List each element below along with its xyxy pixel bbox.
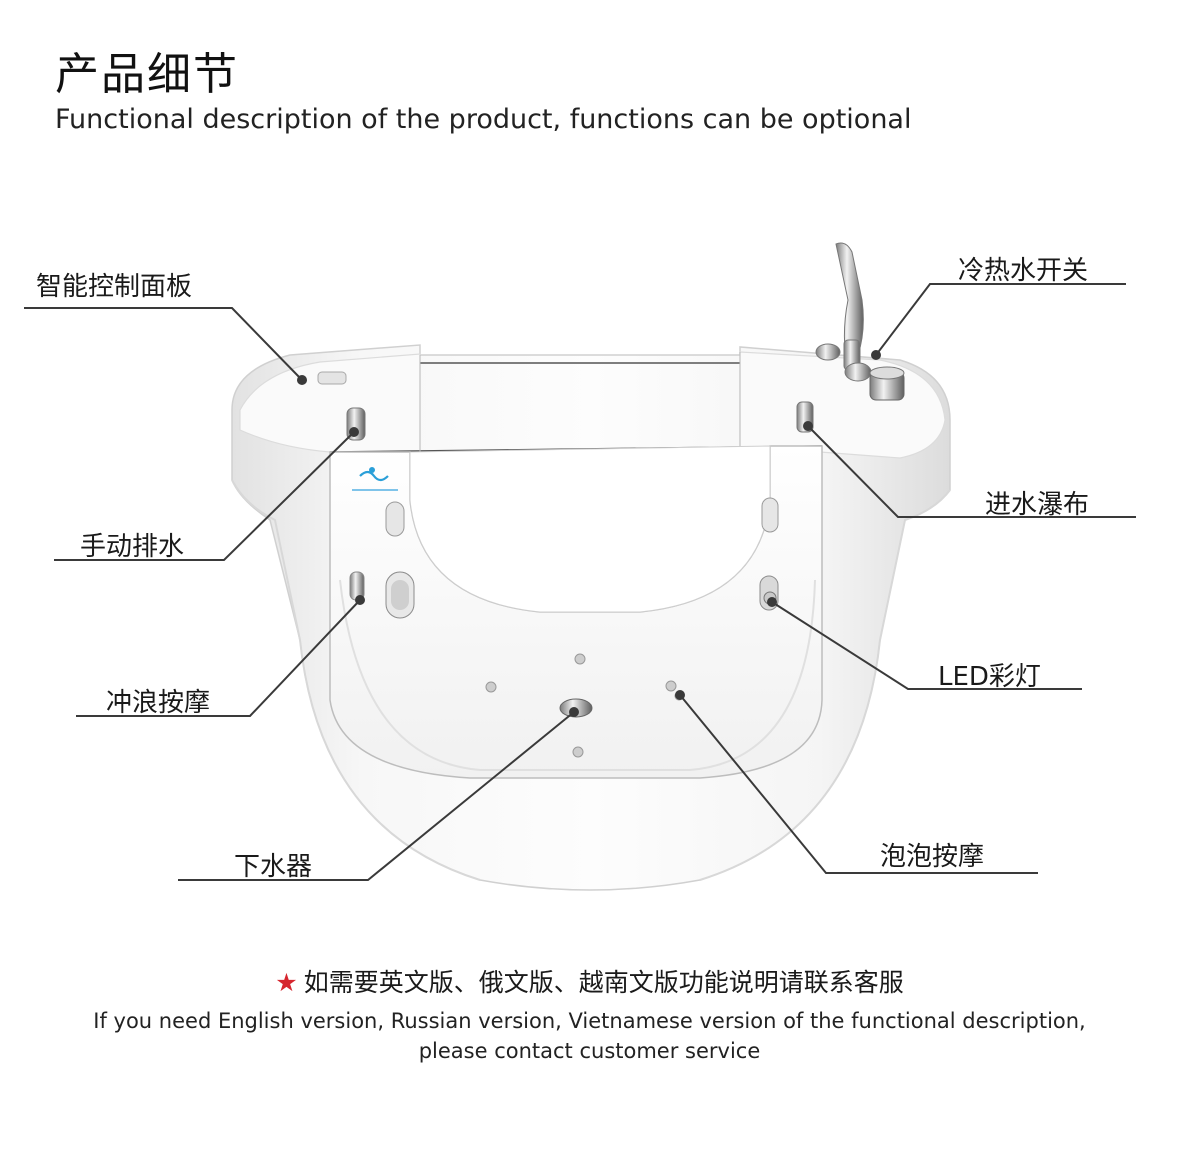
- label-waterfall-inlet: 进水瀑布: [985, 490, 1090, 520]
- label-control-panel: 智能控制面板: [36, 272, 193, 302]
- page-title: 产品细节: [55, 49, 239, 100]
- footer-note-cn-text: 如需要英文版、俄文版、越南文版功能说明请联系客服: [303, 968, 904, 997]
- leader-line-manual-drain: [54, 431, 355, 561]
- leader-dot-control-panel: [297, 375, 307, 385]
- leader-dot-led-light: [767, 597, 777, 607]
- brand-logo: [352, 467, 398, 491]
- label-surf-massage: 冲浪按摩: [106, 688, 211, 718]
- leader-dot-surf-massage: [355, 595, 365, 605]
- footer-note-en-line1: If you need English version, Russian ver…: [93, 1009, 1086, 1033]
- leader-line-faucet-switch: [875, 283, 1126, 356]
- label-faucet-switch: 冷热水开关: [958, 256, 1089, 286]
- control-panel-device: [317, 371, 347, 385]
- footer-note-en-line2: please contact customer service: [418, 1039, 761, 1063]
- leader-line-control-panel: [24, 307, 303, 381]
- label-led-light: LED彩灯: [938, 662, 1041, 692]
- leader-dot-drain: [569, 707, 579, 717]
- page-subtitle: Functional description of the product, f…: [55, 104, 912, 135]
- leader-dot-faucet-switch: [871, 350, 881, 360]
- leader-dot-manual-drain: [349, 427, 359, 437]
- leader-line-drain: [178, 711, 575, 881]
- side-jets-left: [385, 501, 415, 619]
- leader-line-bubble-massage: [679, 694, 1038, 874]
- label-bubble-massage: 泡泡按摩: [880, 842, 985, 872]
- label-drain: 下水器: [234, 852, 313, 882]
- leader-lines: [24, 283, 1136, 881]
- leader-line-led-light: [771, 601, 1082, 690]
- label-manual-drain: 手动排水: [80, 532, 185, 562]
- star-icon: ★: [275, 968, 298, 997]
- leader-dot-bubble-massage: [675, 690, 685, 700]
- leader-line-surf-massage: [76, 599, 361, 717]
- leader-dot-waterfall-inlet: [803, 421, 813, 431]
- footer-note-cn: ★如需要英文版、俄文版、越南文版功能说明请联系客服: [0, 963, 1179, 999]
- bathtub: [231, 242, 951, 891]
- leader-line-waterfall-inlet: [807, 425, 1136, 518]
- faucet: [815, 242, 905, 401]
